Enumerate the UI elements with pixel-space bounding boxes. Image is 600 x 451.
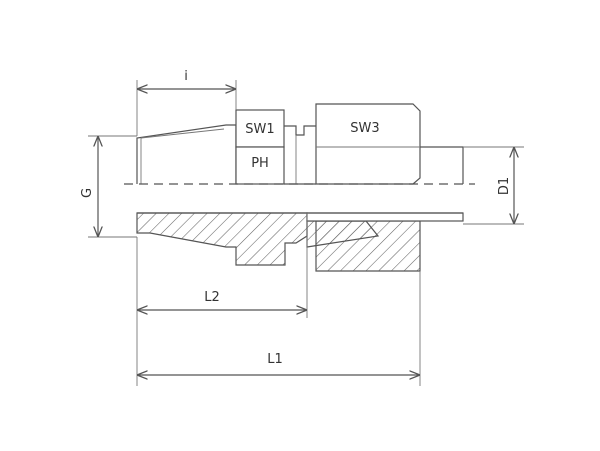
dimension-l1-label: L1	[267, 352, 283, 367]
ph-label: PH	[251, 156, 269, 171]
upper-outline-view	[136, 103, 464, 185]
thread-root-line	[140, 128, 225, 139]
sw3-label: SW3	[350, 121, 379, 136]
tube-wall-section	[306, 212, 464, 222]
dimension-l2: L2	[136, 213, 308, 386]
sw3-nut-outline	[315, 103, 421, 185]
dimension-i: i	[136, 69, 237, 136]
body-section-hatched	[136, 212, 308, 266]
dimension-l1: L1	[138, 271, 421, 386]
threaded-spigot-outline	[136, 124, 237, 184]
dimension-d1-label: D1	[497, 177, 512, 195]
lower-section-view	[136, 212, 464, 272]
dimension-g-label: G	[80, 188, 95, 198]
dimension-i-label: i	[184, 69, 188, 84]
neck-outline	[284, 125, 316, 136]
sw1-label: SW1	[245, 122, 274, 137]
tube-outline	[420, 146, 464, 184]
dimension-l2-label: L2	[204, 290, 220, 305]
dimension-d1: D1	[463, 146, 524, 225]
dimension-g: G	[80, 135, 137, 238]
sw1-hex-lower-face	[235, 146, 285, 185]
